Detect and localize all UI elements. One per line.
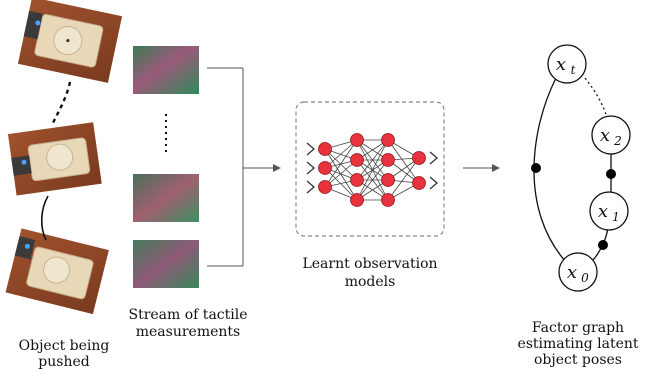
svg-text:x: x [600, 125, 610, 146]
network-edges [324, 139, 420, 201]
object-photo-middle [7, 122, 102, 196]
tactile-image-1 [133, 46, 199, 94]
network-neuron [318, 142, 332, 156]
svg-text:2: 2 [613, 134, 622, 148]
network-neuron [318, 180, 332, 194]
caption-graph-line1: Factor graph [532, 320, 624, 336]
network-neuron [350, 153, 364, 167]
caption-object-line1: Object being [19, 338, 110, 354]
network-edge [324, 167, 358, 201]
network-neuron [381, 193, 395, 207]
trajectory-dashed [50, 81, 72, 126]
network-box [295, 101, 445, 237]
network-edge [324, 139, 358, 188]
tactile-bracket [207, 67, 244, 267]
caption-network-line1: Learnt observation [302, 256, 437, 272]
network-neuron [381, 173, 395, 187]
network-neuron [412, 176, 426, 190]
network-neuron [381, 153, 395, 167]
network-edge [356, 139, 389, 201]
graph-node-xt: x t [547, 44, 587, 84]
network-edge [387, 157, 420, 201]
network-neuron [318, 161, 332, 175]
caption-tactile-line1: Stream of tactile [128, 307, 247, 323]
svg-text:t: t [571, 63, 576, 77]
trajectory-solid [40, 195, 49, 241]
graph-node-x2: x 2 [591, 115, 631, 155]
network-nodes [318, 133, 426, 207]
caption-graph-line3: object poses [534, 352, 622, 368]
graph-edge-xt-x2 [584, 77, 608, 119]
network-neuron [381, 133, 395, 147]
network-edge [324, 148, 358, 181]
network-edge [356, 159, 389, 201]
tactile-image-3 [133, 240, 199, 288]
caption-tactile-line2: measurements [136, 324, 240, 340]
caption-graph-line2: estimating latent [517, 336, 638, 352]
network-output-chevrons [429, 151, 438, 190]
network-edge [324, 159, 358, 188]
network-edge [324, 139, 358, 169]
svg-text:1: 1 [612, 210, 620, 224]
network-neuron [350, 173, 364, 187]
graph-node-x0: x 0 [558, 252, 598, 292]
svg-text:x: x [567, 262, 577, 283]
network-edge [387, 139, 420, 184]
svg-text:x: x [598, 201, 608, 222]
svg-text:x: x [556, 54, 566, 75]
svg-text:0: 0 [581, 271, 589, 285]
caption-network-line2: models [345, 274, 396, 290]
object-photo-top [17, 0, 123, 83]
factor-x2-x1 [606, 169, 616, 179]
network-neuron [412, 151, 426, 165]
network-neuron [350, 133, 364, 147]
network-input-chevrons [306, 142, 315, 194]
network-edge [356, 139, 389, 181]
object-photo-bottom [5, 228, 109, 315]
tactile-image-2 [133, 174, 199, 222]
caption-object-line2: pushed [38, 354, 89, 370]
graph-node-x1: x 1 [589, 191, 629, 231]
network-neuron [350, 193, 364, 207]
factor-x1-x0 [598, 240, 608, 250]
factor-prior [531, 163, 541, 173]
network-edge [324, 148, 358, 201]
